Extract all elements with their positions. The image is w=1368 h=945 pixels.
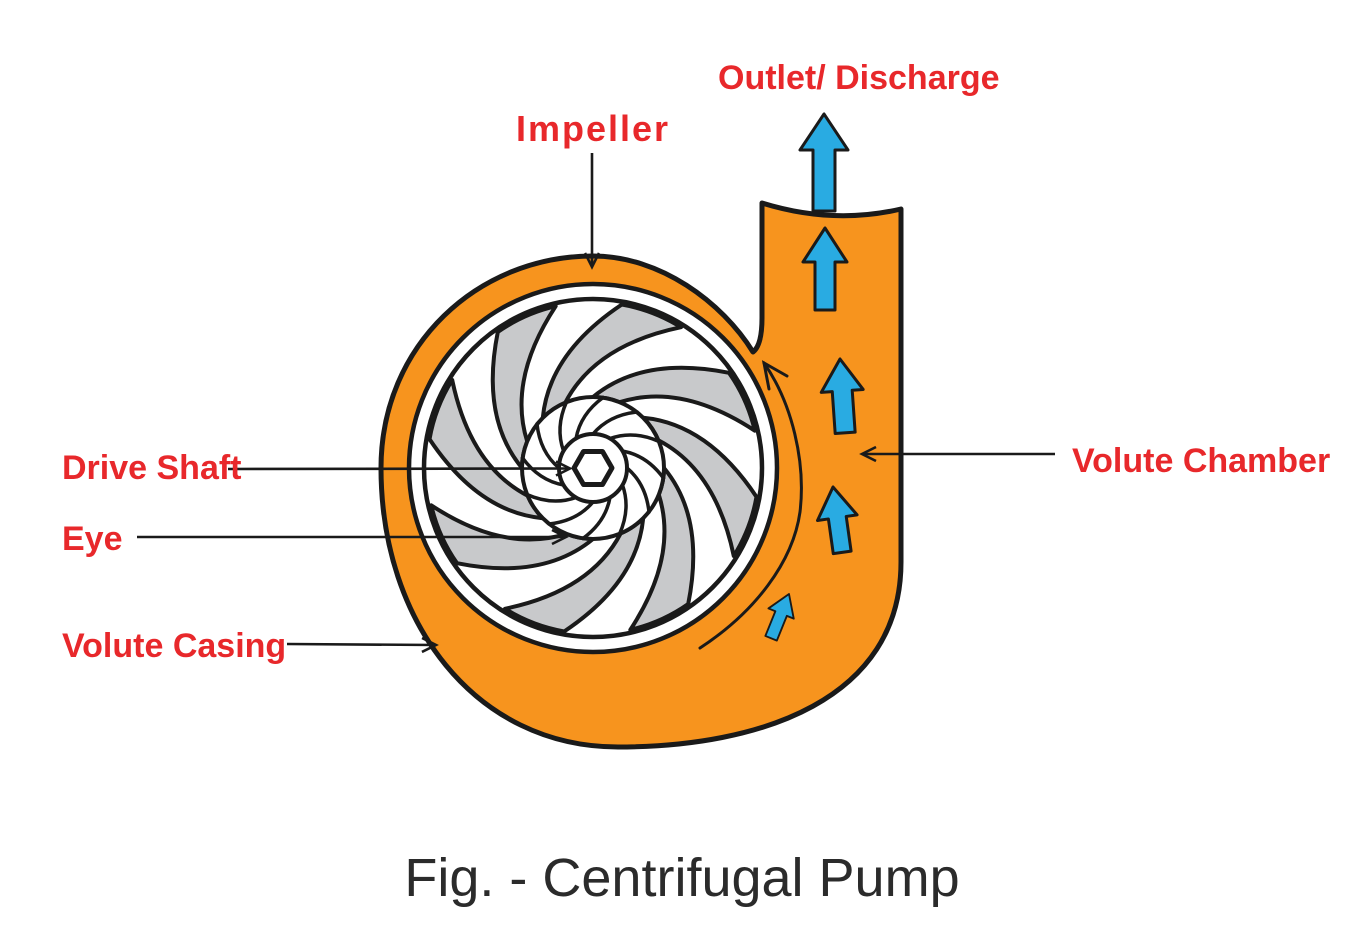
volute-casing-leader-line <box>286 636 439 654</box>
volute-flow-arrow-middle <box>816 485 859 556</box>
inner-vane <box>558 400 569 453</box>
outlet-flow-arrow <box>798 112 850 213</box>
inner-vane <box>591 410 639 436</box>
inner-vane <box>617 483 628 536</box>
impeller-inner-vanes <box>520 395 666 541</box>
inner-vane <box>520 456 566 487</box>
inner-vane <box>581 495 612 541</box>
drive-shaft-leader-line <box>227 460 573 477</box>
impeller-blade <box>628 466 696 632</box>
figure-caption: Fig. - Centrifugal Pump <box>404 848 959 908</box>
impeller-blade <box>641 415 759 559</box>
volute-flow-arrow-upper <box>819 357 865 436</box>
volute-flow-curve-arrow <box>698 360 803 650</box>
inner-vane <box>625 466 651 514</box>
label-volute-casing: Volute Casing <box>62 627 286 665</box>
impeller-blade <box>427 377 545 521</box>
flow-arrows <box>764 226 865 642</box>
pipe-flow-arrow <box>801 226 849 312</box>
volute-flow-arrow-lower <box>764 593 795 642</box>
volute-flow-curve-arrowhead <box>761 360 789 391</box>
inner-vane <box>547 500 595 526</box>
impeller-blade <box>540 302 684 420</box>
inner-vane <box>620 449 666 480</box>
inner-vane <box>525 492 578 503</box>
inner-vane <box>574 395 605 441</box>
impeller-blades <box>427 302 759 634</box>
inner-vane <box>608 433 661 444</box>
impeller-blade <box>490 304 558 470</box>
label-outlet-discharge: Outlet/ Discharge <box>718 59 1000 97</box>
shaft-hexagon <box>571 449 615 487</box>
label-volute-chamber: Volute Chamber <box>1072 442 1330 480</box>
impeller-blade <box>502 516 646 634</box>
label-impeller: Impeller <box>516 108 670 149</box>
volute-flow-curve <box>698 361 803 650</box>
label-eye: Eye <box>62 520 123 558</box>
impeller-blade <box>591 365 757 433</box>
label-drive-shaft: Drive Shaft <box>62 449 242 487</box>
